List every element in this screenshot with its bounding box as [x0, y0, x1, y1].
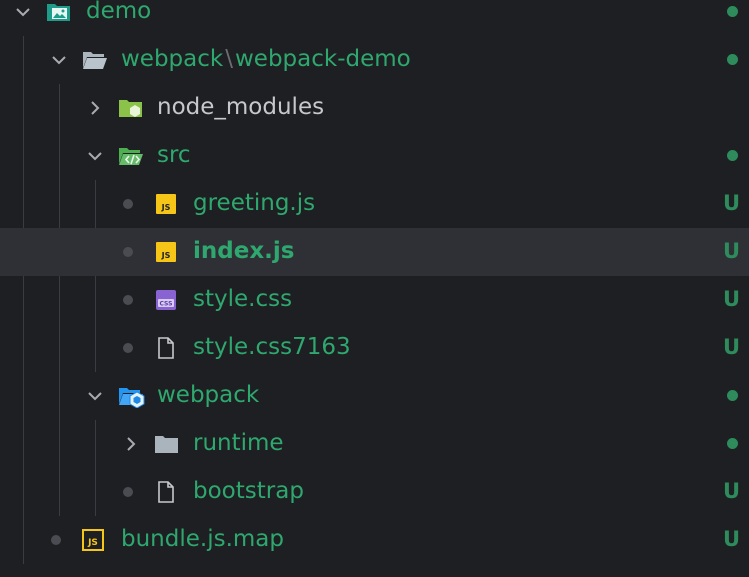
- webpack-folder-icon: [118, 384, 145, 408]
- tree-item-greeting-js[interactable]: JS greeting.js U: [0, 180, 749, 228]
- svg-text:JS: JS: [161, 203, 171, 212]
- tree-item-style-css7163[interactable]: style.css7163 U: [0, 324, 749, 372]
- svg-text:CSS: CSS: [160, 301, 173, 308]
- bullet-icon: [123, 487, 133, 497]
- tree-item-runtime[interactable]: runtime: [0, 420, 749, 468]
- path-segment: webpack-demo: [234, 46, 411, 72]
- tree-item-style-css[interactable]: CSS style.css U: [0, 276, 749, 324]
- indent-guide: [95, 180, 96, 372]
- bullet-icon: [123, 343, 133, 353]
- tree-item-label: webpack\webpack-demo: [121, 44, 411, 74]
- git-modified-dot-icon: [727, 438, 738, 449]
- git-modified-dot-icon: [727, 390, 738, 401]
- indent-guide: [59, 84, 60, 516]
- image-folder-icon: [46, 0, 72, 24]
- git-untracked-badge: U: [723, 335, 741, 359]
- bullet-icon: [123, 199, 133, 209]
- git-modified-dot-icon: [727, 150, 738, 161]
- tree-item-node-modules[interactable]: node_modules: [0, 84, 749, 132]
- chevron-down-icon[interactable]: [14, 3, 32, 21]
- git-modified-dot-icon: [727, 54, 738, 65]
- node-folder-icon: [118, 96, 144, 120]
- tree-item-webpack-demo[interactable]: webpack\webpack-demo: [0, 36, 749, 84]
- tree-item-label: runtime: [193, 430, 284, 456]
- tree-item-label: bootstrap: [193, 478, 304, 504]
- chevron-down-icon[interactable]: [86, 147, 104, 165]
- git-modified-dot-icon: [727, 6, 738, 17]
- generic-file-icon: [156, 337, 182, 361]
- tree-item-label: node_modules: [157, 94, 325, 120]
- tree-item-label: style.css: [193, 286, 293, 312]
- git-untracked-badge: U: [723, 239, 741, 263]
- tree-item-label: style.css7163: [193, 334, 351, 360]
- generic-file-icon: [156, 481, 182, 505]
- tree-item-label: index.js: [193, 238, 295, 264]
- javascript-map-file-icon: JS: [82, 529, 108, 553]
- path-segment: webpack: [121, 46, 224, 72]
- folder-icon: [154, 432, 180, 456]
- chevron-down-icon[interactable]: [86, 387, 104, 405]
- bullet-icon: [123, 295, 133, 305]
- tree-item-label: webpack: [157, 382, 260, 408]
- javascript-file-icon: JS: [156, 194, 182, 218]
- folder-open-icon: [82, 48, 108, 72]
- svg-text:JS: JS: [161, 251, 171, 260]
- tree-item-webpack[interactable]: webpack: [0, 372, 749, 420]
- git-untracked-badge: U: [723, 527, 741, 551]
- javascript-file-icon: JS: [156, 242, 182, 266]
- indent-guide: [95, 420, 96, 516]
- tree-item-label: greeting.js: [193, 190, 316, 216]
- git-untracked-badge: U: [723, 479, 741, 503]
- tree-item-src[interactable]: src: [0, 132, 749, 180]
- chevron-down-icon[interactable]: [50, 51, 68, 69]
- tree-item-demo[interactable]: demo: [0, 0, 749, 36]
- tree-item-label: src: [157, 142, 191, 168]
- tree-item-label: bundle.js.map: [121, 526, 284, 552]
- tree-item-label: demo: [86, 0, 152, 24]
- svg-text:JS: JS: [87, 538, 98, 548]
- css-file-icon: CSS: [156, 290, 182, 314]
- tree-item-index-js[interactable]: JS index.js U: [0, 228, 749, 276]
- tree-item-bootstrap[interactable]: bootstrap U: [0, 468, 749, 516]
- bullet-icon: [51, 535, 61, 545]
- bullet-icon: [123, 247, 133, 257]
- indent-guide: [23, 36, 24, 564]
- git-untracked-badge: U: [723, 287, 741, 311]
- git-untracked-badge: U: [723, 191, 741, 215]
- tree-item-bundle-js-map[interactable]: JS bundle.js.map U: [0, 516, 749, 564]
- chevron-right-icon[interactable]: [122, 435, 140, 453]
- path-separator: \: [225, 46, 233, 72]
- chevron-right-icon[interactable]: [86, 99, 104, 117]
- src-folder-icon: [118, 144, 144, 168]
